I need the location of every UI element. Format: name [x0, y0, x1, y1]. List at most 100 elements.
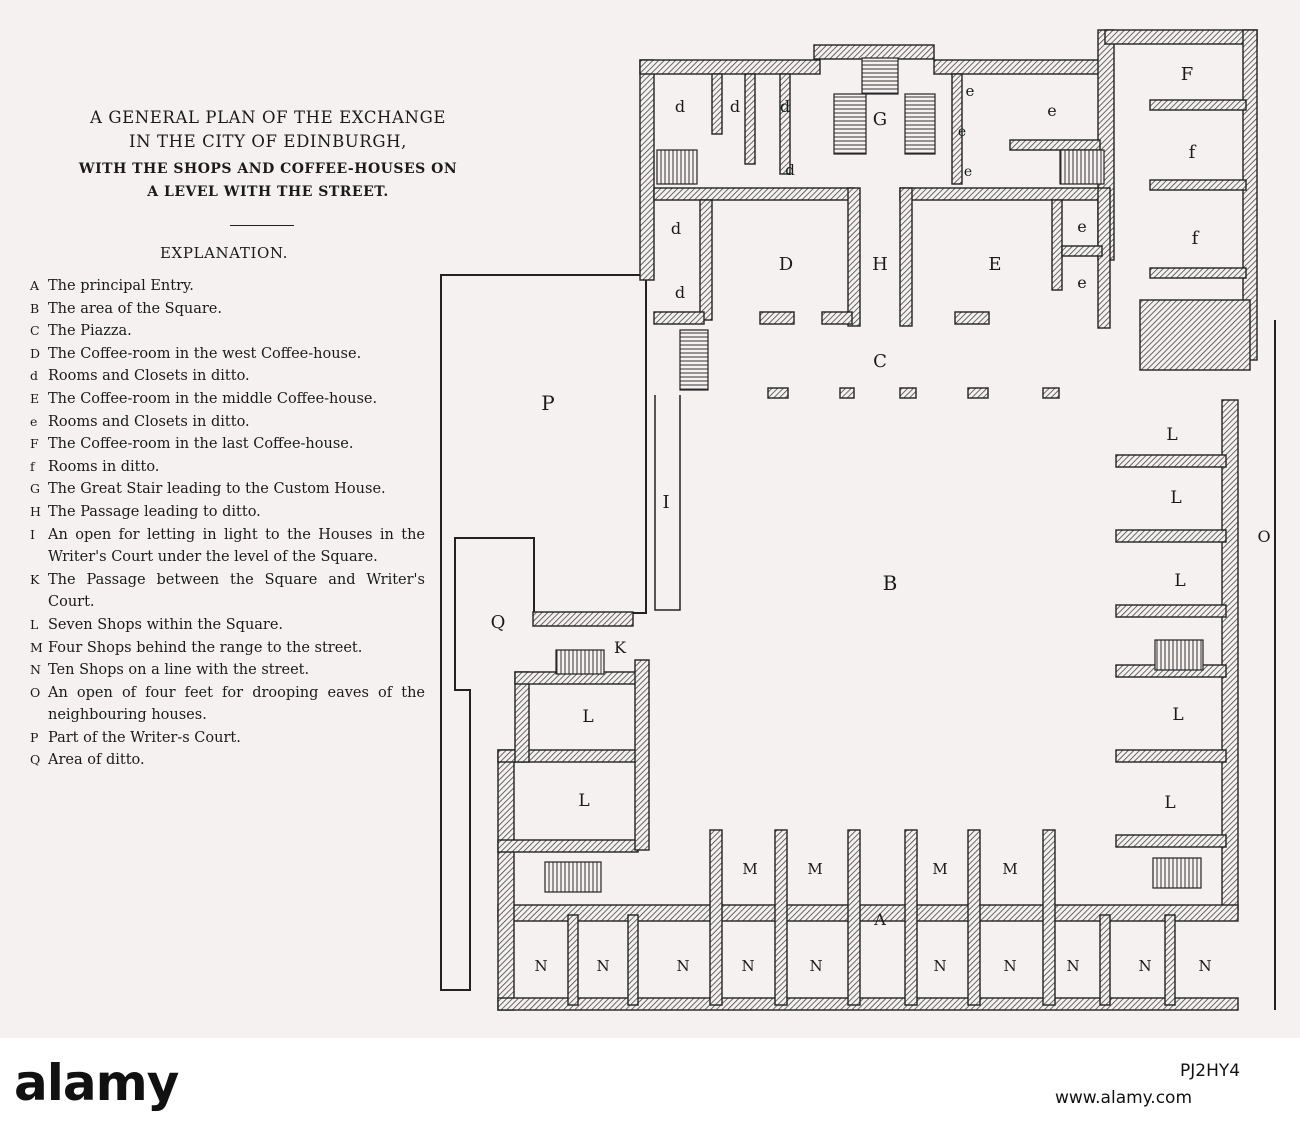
label-N: N: [809, 957, 822, 975]
legend-item: P Part of the Writer-s Court.: [30, 727, 425, 750]
legend-item: A The principal Entry.: [30, 275, 425, 298]
legend-description: The Coffee-room in the last Coffee-house…: [48, 436, 354, 453]
brand-logo: alamy: [14, 1054, 179, 1112]
legend-item: O An open of four feet for drooping eaves…: [30, 682, 425, 727]
label-B: B: [883, 571, 898, 595]
label-N: N: [1066, 957, 1079, 975]
label-d: d: [785, 161, 795, 179]
label-M: M: [1002, 860, 1017, 878]
legend-key: d: [30, 368, 39, 384]
legend-item: M Four Shops behind the range to the stre…: [30, 637, 425, 660]
legend-description: Rooms in ditto.: [48, 458, 160, 475]
label-e: e: [964, 164, 972, 180]
legend-key: D: [30, 345, 41, 361]
label-A: A: [873, 910, 886, 929]
label-N: N: [741, 957, 754, 975]
label-N: N: [1198, 957, 1211, 975]
legend-key: O: [30, 684, 41, 700]
legend-item: d Rooms and Closets in ditto.: [30, 365, 425, 388]
legend-key: B: [30, 300, 40, 316]
legend-description: Area of ditto.: [48, 752, 145, 769]
legend-description: Seven Shops within the Square.: [48, 616, 284, 633]
label-N: N: [534, 957, 547, 975]
plan-labels: A B C D E F G H I K O P Q d d d d d d e …: [491, 64, 1271, 975]
legend-key: P: [30, 729, 39, 745]
legend-description: The Passage leading to ditto.: [48, 503, 261, 520]
label-Q: Q: [491, 612, 506, 633]
legend-description: An open of four feet for drooping eaves …: [48, 684, 425, 724]
legend-key: Q: [30, 752, 41, 768]
building-walls: [497, 29, 1258, 1011]
label-L: L: [578, 791, 589, 811]
label-e: e: [1077, 273, 1086, 292]
legend-key: M: [30, 639, 43, 655]
legend-description: Part of the Writer-s Court.: [48, 729, 241, 746]
legend-key: I: [30, 526, 35, 542]
label-K: K: [614, 638, 627, 657]
explanation-heading: EXPLANATION.: [160, 244, 289, 262]
legend-key: C: [30, 323, 40, 339]
legend-description: The principal Entry.: [48, 278, 194, 294]
label-d: d: [730, 97, 740, 116]
legend-description: Ten Shops on a line with the street.: [48, 662, 310, 679]
title-line-1: A GENERAL PLAN OF THE EXCHANGE: [89, 108, 447, 127]
label-d: d: [675, 283, 685, 302]
label-P: P: [541, 391, 554, 415]
label-N: N: [596, 957, 609, 975]
label-M: M: [932, 860, 947, 878]
legend-key: N: [30, 662, 41, 678]
label-f: f: [1192, 228, 1200, 249]
label-d: d: [675, 97, 685, 116]
label-L: L: [582, 707, 593, 727]
label-N: N: [1003, 957, 1016, 975]
legend-description: An open for letting in light to the Hous…: [48, 526, 425, 566]
label-N: N: [1138, 957, 1151, 975]
title-block: A GENERAL PLAN OF THE EXCHANGE IN THE CI…: [28, 106, 508, 204]
subtitle-line-1: WITH THE SHOPS AND COFFEE-HOUSES ON: [78, 161, 458, 177]
legend-key: H: [30, 503, 41, 519]
label-L: L: [1166, 425, 1177, 445]
legend-description: Four Shops behind the range to the stree…: [48, 639, 363, 656]
label-I: I: [662, 492, 669, 513]
legend-item: B The area of the Square.: [30, 298, 425, 321]
label-C: C: [873, 351, 887, 372]
stairs: [544, 57, 1204, 893]
subtitle-line-2: A LEVEL WITH THE STREET.: [147, 184, 389, 200]
label-F: F: [1181, 64, 1194, 85]
label-M: M: [742, 860, 757, 878]
legend-key: A: [30, 278, 40, 293]
label-O: O: [1257, 527, 1270, 546]
legend-item: N Ten Shops on a line with the street.: [30, 659, 425, 682]
title-line-2: IN THE CITY OF EDINBURGH,: [129, 132, 407, 151]
site-address: www.alamy.com: [1055, 1088, 1193, 1108]
legend-item: I An open for letting in light to the Hou…: [30, 524, 425, 569]
label-M: M: [807, 860, 822, 878]
label-e: e: [1047, 101, 1056, 120]
legend-description: The area of the Square.: [48, 300, 222, 317]
floor-plan: A B C D E F G H I K O P Q d d d d d d e …: [440, 29, 1276, 1011]
legend-key: K: [30, 571, 40, 587]
label-N: N: [676, 957, 689, 975]
label-E: E: [988, 254, 1001, 275]
title-divider: [230, 225, 294, 226]
label-L: L: [1164, 793, 1175, 813]
label-d: d: [671, 219, 681, 238]
label-e: e: [966, 82, 975, 100]
legend-description: Rooms and Closets in ditto.: [48, 368, 250, 385]
legend-key: E: [30, 390, 40, 406]
legend-item: Q Area of ditto.: [30, 749, 425, 772]
label-D: D: [779, 254, 793, 275]
legend-item: H The Passage leading to ditto.: [30, 501, 425, 524]
legend-key: e: [30, 413, 38, 429]
label-N: N: [933, 957, 946, 975]
label-d: d: [780, 97, 790, 116]
label-L: L: [1174, 571, 1185, 591]
